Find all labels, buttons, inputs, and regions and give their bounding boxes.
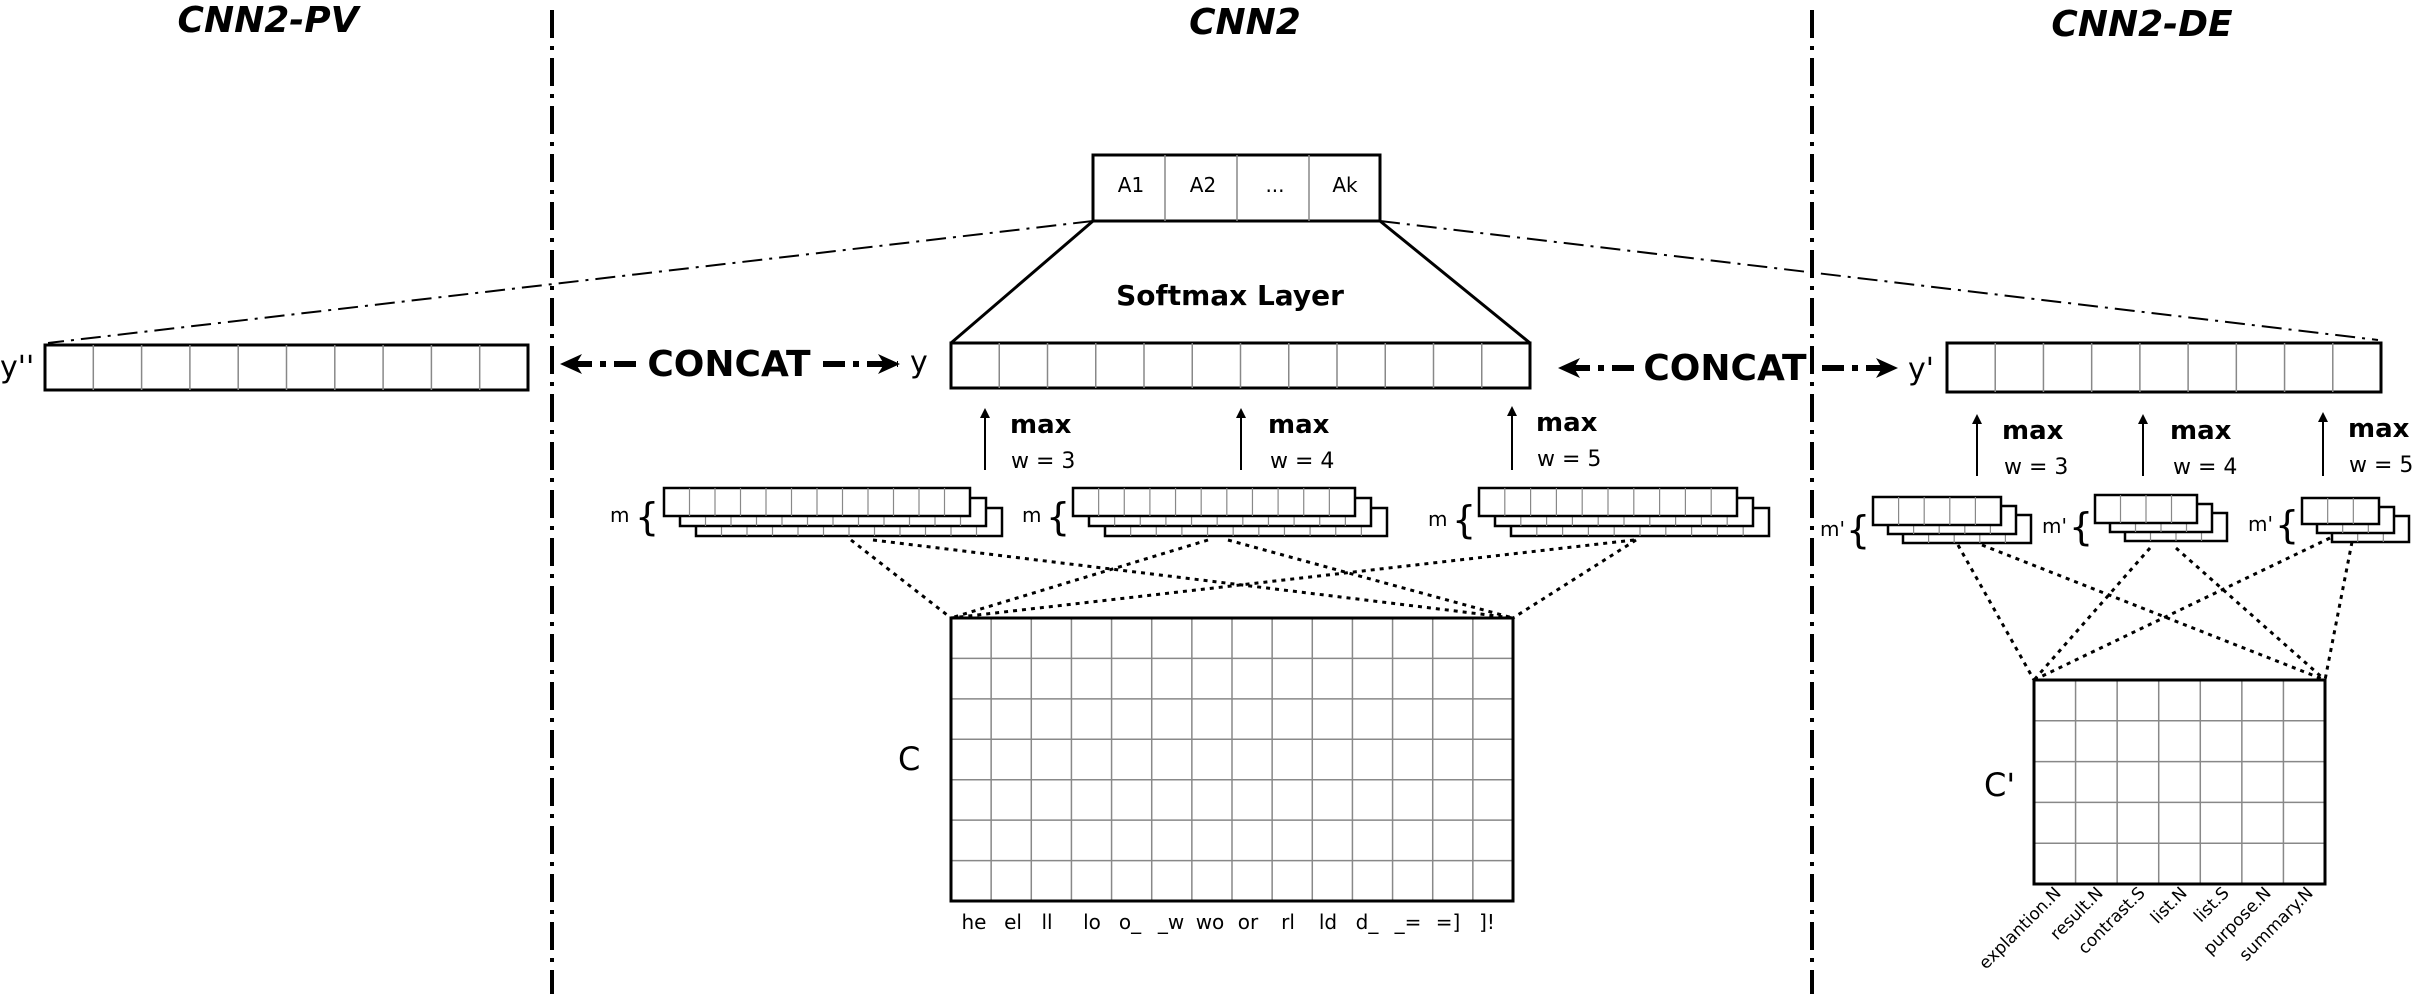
vector-y-double-prime xyxy=(43,343,530,392)
attention-cell-1: A1 xyxy=(1118,173,1144,197)
de-pooling-w4: max w = 4 xyxy=(2138,414,2237,480)
brace-w5: { xyxy=(1452,498,1476,542)
window-label-w5: w = 5 xyxy=(1537,447,1601,472)
link-to-y-prime xyxy=(1379,220,2379,341)
de-conv-connections xyxy=(1956,536,2354,682)
de-stack-w3-filter xyxy=(1871,495,2003,527)
pooling-w5: max w = 5 xyxy=(1507,406,1601,472)
char-token-13: =] xyxy=(1436,910,1461,934)
matrix-c-prime-label: C' xyxy=(1984,766,2015,804)
attention-cell-4: Ak xyxy=(1332,173,1358,197)
link-to-y-double-prime xyxy=(47,220,1094,344)
right-section-title: CNN2-DE xyxy=(2051,4,2233,45)
de-token-row: explantion.N result.N contrast.S list.N … xyxy=(1975,883,2317,973)
char-token-10: ld xyxy=(1319,910,1337,934)
de-pooling-w3: max w = 3 xyxy=(1972,414,2068,480)
attention-layer: A1 A2 ... Ak xyxy=(1091,153,1382,223)
m-prime-label-w4: m' xyxy=(2042,514,2067,538)
de-max-label-w3: max xyxy=(2002,416,2064,446)
de-window-label-w4: w = 4 xyxy=(2173,455,2237,480)
de-brace-w5: { xyxy=(2275,503,2299,547)
brace-w4: { xyxy=(1046,495,1070,539)
m-prime-label-w3: m' xyxy=(1820,517,1845,541)
char-token-5: o_ xyxy=(1119,910,1142,934)
char-token-14: ]! xyxy=(1479,910,1495,934)
concat-right: CONCAT xyxy=(1558,348,1898,389)
m-label-w5: m xyxy=(1428,507,1447,531)
char-token-6: _w xyxy=(1157,910,1184,934)
de-max-label-w5: max xyxy=(2348,414,2410,444)
softmax-layer: Softmax Layer xyxy=(950,219,1531,345)
de-brace-w4: { xyxy=(2069,505,2093,549)
char-token-3: ll xyxy=(1041,910,1052,934)
conv-connections xyxy=(850,538,1637,620)
concat-right-label: CONCAT xyxy=(1643,348,1807,389)
center-section-title: CNN2 xyxy=(1189,2,1301,43)
char-token-7: wo xyxy=(1196,910,1225,934)
de-token-4: list.N xyxy=(2147,883,2192,928)
char-token-12: _= xyxy=(1394,910,1422,934)
char-token-row: he el ll lo o_ _w wo or rl ld d_ _= =] ]… xyxy=(962,910,1495,934)
pooling-w3: max w = 3 xyxy=(980,408,1075,474)
char-token-9: rl xyxy=(1281,910,1295,934)
matrix-c-label: C xyxy=(898,740,920,778)
matrix-c-prime xyxy=(2032,678,2327,886)
de-window-label-w3: w = 3 xyxy=(2004,455,2068,480)
window-label-w3: w = 3 xyxy=(1011,449,1075,474)
brace-w3: { xyxy=(635,495,659,539)
char-token-11: d_ xyxy=(1356,910,1380,934)
window-label-w4: w = 4 xyxy=(1270,449,1334,474)
de-pooling-w5: max w = 5 xyxy=(2318,412,2413,478)
left-section-title: CNN2-PV xyxy=(178,0,362,41)
matrix-c xyxy=(949,616,1515,903)
char-token-1: he xyxy=(962,910,987,934)
m-label-w3: m xyxy=(610,503,629,527)
max-label-w4: max xyxy=(1268,410,1330,440)
de-stack-w5-filter xyxy=(2300,496,2381,526)
y-label: y xyxy=(910,345,928,380)
vector-y xyxy=(949,341,1532,390)
m-prime-label-w5: m' xyxy=(2248,512,2273,536)
max-label-w5: max xyxy=(1536,408,1598,438)
filter-stacks xyxy=(662,486,2411,545)
pooling-w4: max w = 4 xyxy=(1236,408,1334,474)
max-label-w3: max xyxy=(1010,410,1072,440)
char-token-8: or xyxy=(1238,910,1259,934)
de-brace-w3: { xyxy=(1846,508,1870,552)
attention-cell-2: A2 xyxy=(1190,173,1216,197)
attention-cell-3: ... xyxy=(1265,173,1284,197)
vector-y-prime xyxy=(1945,341,2383,394)
concat-left-label: CONCAT xyxy=(647,344,811,385)
de-max-label-w4: max xyxy=(2170,416,2232,446)
char-token-2: el xyxy=(1004,910,1022,934)
stack-w4-filter xyxy=(1071,486,1357,518)
y-prime-label: y' xyxy=(1908,352,1934,387)
m-label-w4: m xyxy=(1022,503,1041,527)
y-double-prime-label: y'' xyxy=(0,350,34,385)
softmax-label: Softmax Layer xyxy=(1116,279,1344,312)
char-token-4: lo xyxy=(1083,910,1101,934)
concat-left: CONCAT xyxy=(560,344,900,385)
de-window-label-w5: w = 5 xyxy=(2349,453,2413,478)
